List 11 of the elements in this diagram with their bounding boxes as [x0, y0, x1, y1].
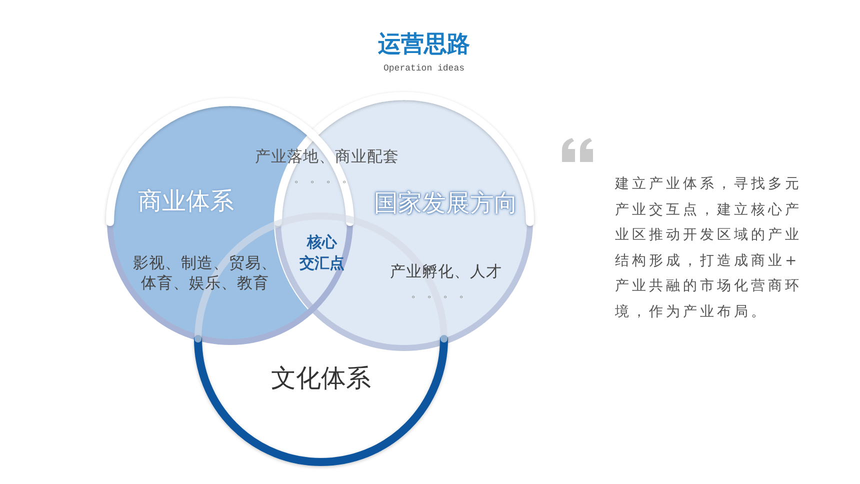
core-label: 核心交汇点	[300, 232, 344, 274]
subtitle: Operation ideas	[384, 63, 464, 75]
ellipsis-text: 。。。。	[411, 287, 475, 301]
quote-paragraph: 建立产业体系，寻找多元产业交互点，建立核心产业区推动开发区域的产业结构形成，打造成商业+产业共融的市场化营商环境，作为产业布局。	[615, 175, 803, 322]
circle-title: 文化体系	[271, 362, 371, 394]
circle-title: 国家发展方向	[374, 188, 518, 218]
title: 运营思路	[378, 30, 470, 60]
circle-text: 产业孵化、人才	[390, 262, 502, 282]
ellipsis-text: 。。。。	[294, 172, 358, 186]
circle-text: 影视、制造、贸易、体育、娱乐、教育	[132, 253, 278, 293]
circle-title: 商业体系	[138, 186, 234, 216]
